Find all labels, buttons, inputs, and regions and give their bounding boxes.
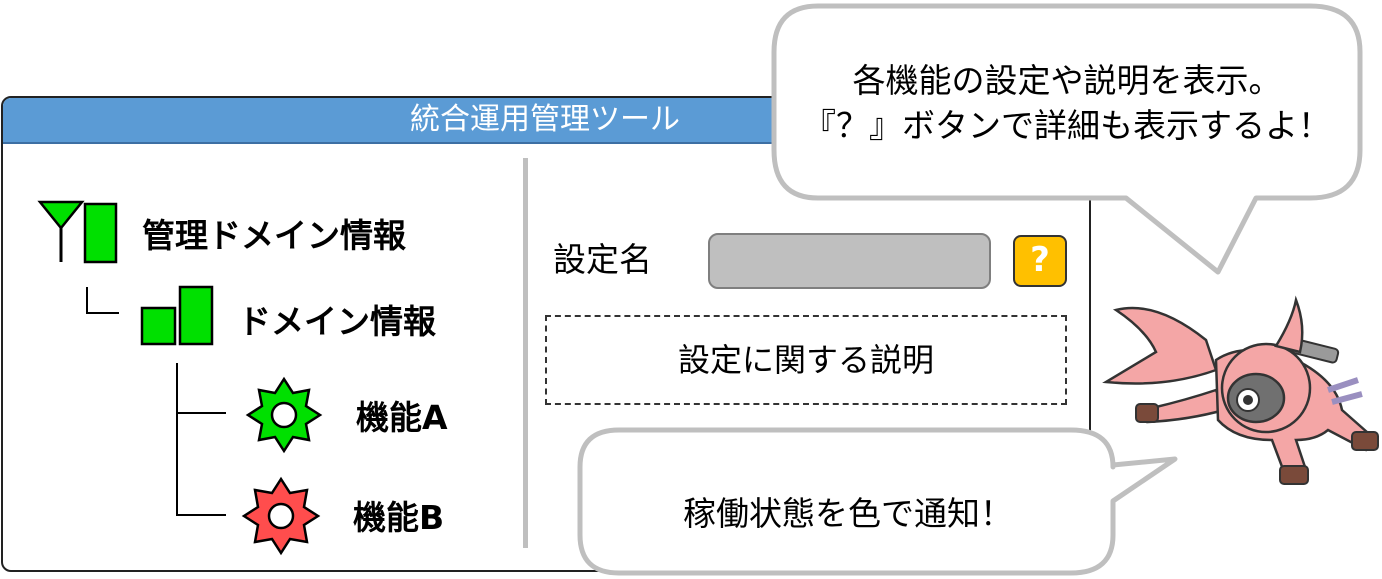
tree-connector (176, 412, 226, 414)
mascot-ninja-image (1102, 295, 1379, 485)
help-button[interactable]: ? (1013, 235, 1067, 287)
speech-bubble-top (771, 3, 1363, 275)
tree-connector (176, 363, 178, 516)
tree-node-domain[interactable]: ドメイン情報 (238, 302, 436, 341)
pane-divider[interactable] (523, 158, 528, 548)
gear-icon (245, 376, 323, 454)
callout-bottom: 稼働状態を色で通知！ (683, 494, 1013, 533)
tree-node-feature-b[interactable]: 機能B (353, 498, 445, 537)
tree-node-feature-a[interactable]: 機能A (356, 398, 448, 437)
tree-connector (86, 287, 88, 314)
speech-bubble-bottom (577, 427, 1178, 576)
callout-top-line2: 『？』ボタンで詳細も表示するよ！ (803, 106, 1331, 145)
tree-connector (176, 514, 226, 516)
window-title: 統合運用管理ツール (410, 102, 680, 137)
antenna-bar-icon (37, 200, 118, 264)
setting-name-label: 設定名 (553, 240, 652, 279)
tree-connector (86, 312, 119, 314)
tree-node-admin-domain[interactable]: 管理ドメイン情報 (142, 216, 406, 255)
callout-top-line1: 各機能の設定や説明を表示。 (852, 61, 1282, 100)
setting-description: 設定に関する説明 (545, 315, 1067, 405)
gear-icon (241, 476, 321, 556)
setting-name-input[interactable] (708, 233, 991, 289)
bar-chart-icon (140, 285, 214, 346)
